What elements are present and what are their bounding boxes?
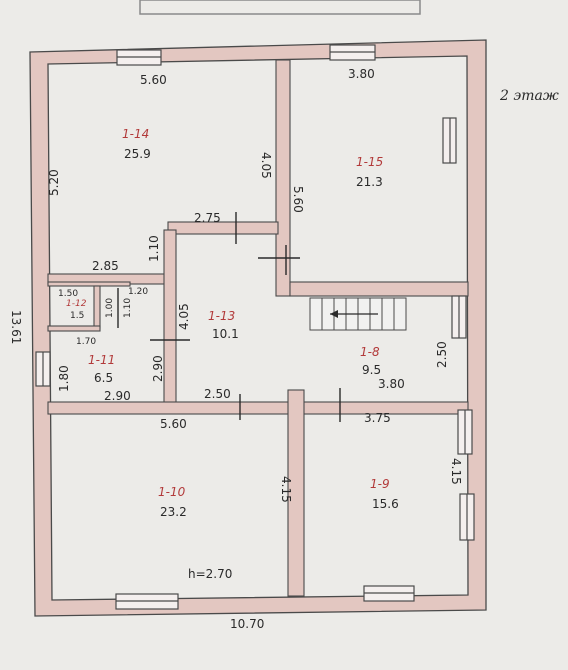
dim-bottom: 1.70 <box>76 337 96 347</box>
dim-left: 5.60 <box>291 186 305 213</box>
dim-top: 5.60 <box>140 73 167 87</box>
dim-right: 1.00 <box>105 298 115 318</box>
room-id: 1-13 <box>208 309 235 323</box>
room-id: 1-8 <box>360 345 380 359</box>
room-id: 1-9 <box>370 477 390 491</box>
room-id: 1-12 <box>66 299 87 309</box>
room-area: 9.5 <box>362 363 381 377</box>
window-right-mid <box>451 295 467 339</box>
room-area: 23.2 <box>160 505 187 519</box>
window-right-lower <box>457 409 473 455</box>
window-top-left <box>116 49 162 66</box>
dim-bottom: 3.80 <box>378 377 405 391</box>
room-id: 1-15 <box>356 155 383 169</box>
room-1-10: 1-10 23.2 5.60 4.15 h=2.70 <box>158 417 293 581</box>
window-right-upper <box>442 117 457 164</box>
room-1-11: 1-11 6.5 1.80 2.90 2.90 <box>57 353 165 403</box>
room-area: 10.1 <box>212 327 239 341</box>
dim-top: 1.50 <box>58 289 78 299</box>
window-bottom-right <box>363 585 415 602</box>
dim-right: 4.15 <box>449 458 463 485</box>
dim-top: 2.75 <box>194 211 221 225</box>
room-1-15: 1-15 21.3 3.80 5.60 <box>291 67 383 213</box>
dim-left: 1.10 <box>123 298 133 318</box>
outer-width: 10.70 <box>230 617 264 631</box>
window-top-right <box>329 44 376 61</box>
room-1-12: 1-12 1.5 1.50 1.00 1.70 1.20 1.10 <box>58 287 148 347</box>
window-left <box>35 351 51 387</box>
dim-left: 1.80 <box>57 365 71 392</box>
dim-bottom: 2.85 <box>92 259 119 273</box>
dim-bottom: 2.50 <box>204 387 231 401</box>
exterior-wall <box>29 39 487 617</box>
room-id: 1-10 <box>158 485 186 499</box>
dim-right: 4.05 <box>259 152 273 179</box>
room-area: 25.9 <box>124 147 151 161</box>
dim-top: 3.80 <box>348 67 375 81</box>
staircase <box>309 297 407 331</box>
dim-left: 5.20 <box>47 169 61 196</box>
window-bottom-left <box>115 593 179 610</box>
dim-right: 4.15 <box>279 476 293 503</box>
dim-bottom: 2.90 <box>104 389 131 403</box>
ceiling-height: h=2.70 <box>188 567 232 581</box>
dim-left: 1.10 <box>147 235 161 262</box>
dim-top: 5.60 <box>160 417 187 431</box>
room-area: 15.6 <box>372 497 399 511</box>
room-area: 1.5 <box>70 311 84 321</box>
room-1-13: 1-13 10.1 2.75 1.10 4.05 2.50 <box>147 211 239 401</box>
windows <box>35 44 475 610</box>
room-1-8: 1-8 9.5 2.50 3.80 <box>360 341 449 391</box>
room-1-9: 1-9 15.6 3.75 4.15 <box>364 411 463 511</box>
room-1-14: 1-14 25.9 5.60 5.20 4.05 2.85 <box>47 73 273 273</box>
dim-right: 2.50 <box>435 341 449 368</box>
window-right-bottom <box>459 493 475 541</box>
door-marks <box>117 212 341 422</box>
room-area: 21.3 <box>356 175 383 189</box>
room-area: 6.5 <box>94 371 113 385</box>
outer-height: 13.61 <box>9 310 23 344</box>
top-frame-fragment <box>139 0 421 15</box>
floor-note: 2 этаж <box>499 88 559 104</box>
interior-walls <box>47 59 469 597</box>
dim-top: 3.75 <box>364 411 391 425</box>
dim-side: 4.05 <box>177 303 191 330</box>
dim-right: 2.90 <box>151 355 165 382</box>
room-id: 1-11 <box>88 353 115 367</box>
room-id: 1-14 <box>122 127 149 141</box>
dim-outer: 1.20 <box>128 287 148 297</box>
